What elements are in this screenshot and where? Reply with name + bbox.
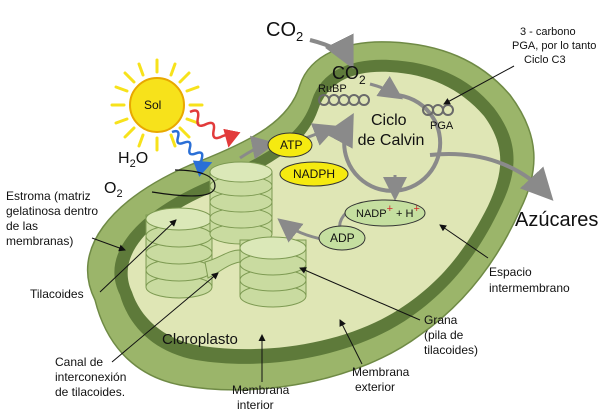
atp-to-cycle-arrow: [305, 123, 338, 146]
sol-label: Sol: [144, 98, 161, 112]
espacio-label: Espacio intermembrano: [489, 265, 570, 295]
pga-note: 3 - carbono PGA, por lo tanto Ciclo C3: [512, 26, 599, 66]
granum-top: [209, 161, 273, 245]
nadp-pill: [344, 199, 426, 227]
sugars-arrow: [429, 152, 554, 201]
tilacoides-label: Tilacoides: [30, 287, 84, 301]
stroma: [127, 71, 501, 350]
canal-label: Canal de interconexión de tilacoides.: [55, 355, 130, 399]
nadp-label: NADP+ + H+: [356, 203, 420, 220]
rubp-label: RuBP: [318, 83, 347, 95]
water-oxygen-curve: [151, 169, 216, 197]
blue-light-wave: [171, 129, 213, 177]
o2-label: O2: [104, 180, 123, 200]
adp-pill: [318, 225, 366, 251]
pga-leader: [443, 65, 515, 105]
membrana-exterior-leader: [339, 319, 363, 365]
granum-right: [239, 236, 307, 308]
calvin-cycle: [318, 93, 454, 193]
pga-label: PGA: [430, 120, 454, 132]
chloroplast-body: [86, 41, 535, 391]
canal-leader: [111, 272, 219, 363]
grana-label: Grana (pila de tilacoides): [424, 313, 478, 357]
atp-label: ATP: [280, 138, 302, 152]
sun-icon: [110, 58, 204, 152]
estroma-leader: [91, 237, 126, 252]
h2o-label: H2O: [118, 150, 148, 170]
espacio-leader: [439, 224, 489, 259]
co2-to-cycle-arrow: [369, 76, 403, 100]
calvin-cycle-label: Ciclo de Calvin: [358, 112, 425, 149]
grana-leader: [299, 267, 421, 321]
membrana-exterior-label: Membrana exterior: [352, 365, 413, 394]
leader-lines: [91, 65, 515, 382]
co2-entry-arrow: [309, 33, 354, 70]
estroma-label: Estroma (matriz gelatinosa dentro de las…: [6, 189, 101, 248]
granum-left: [145, 207, 213, 299]
nadph-label: NADPH: [293, 167, 335, 181]
calvin-cycle-ring: [324, 93, 443, 193]
azucares-label: Azúcares: [515, 209, 598, 231]
adp-label: ADP: [330, 231, 355, 245]
co2-inner-label: CO2: [332, 63, 366, 87]
nadph-pill: [279, 161, 349, 187]
cloroplasto-label: Cloroplasto: [162, 331, 238, 348]
tilacoides-leader: [99, 219, 177, 293]
red-light-wave: [189, 109, 241, 148]
membrana-interior-label: Membrana interior: [232, 383, 293, 412]
co2-top-label: CO2: [266, 19, 303, 44]
atp-pill: [267, 132, 313, 158]
